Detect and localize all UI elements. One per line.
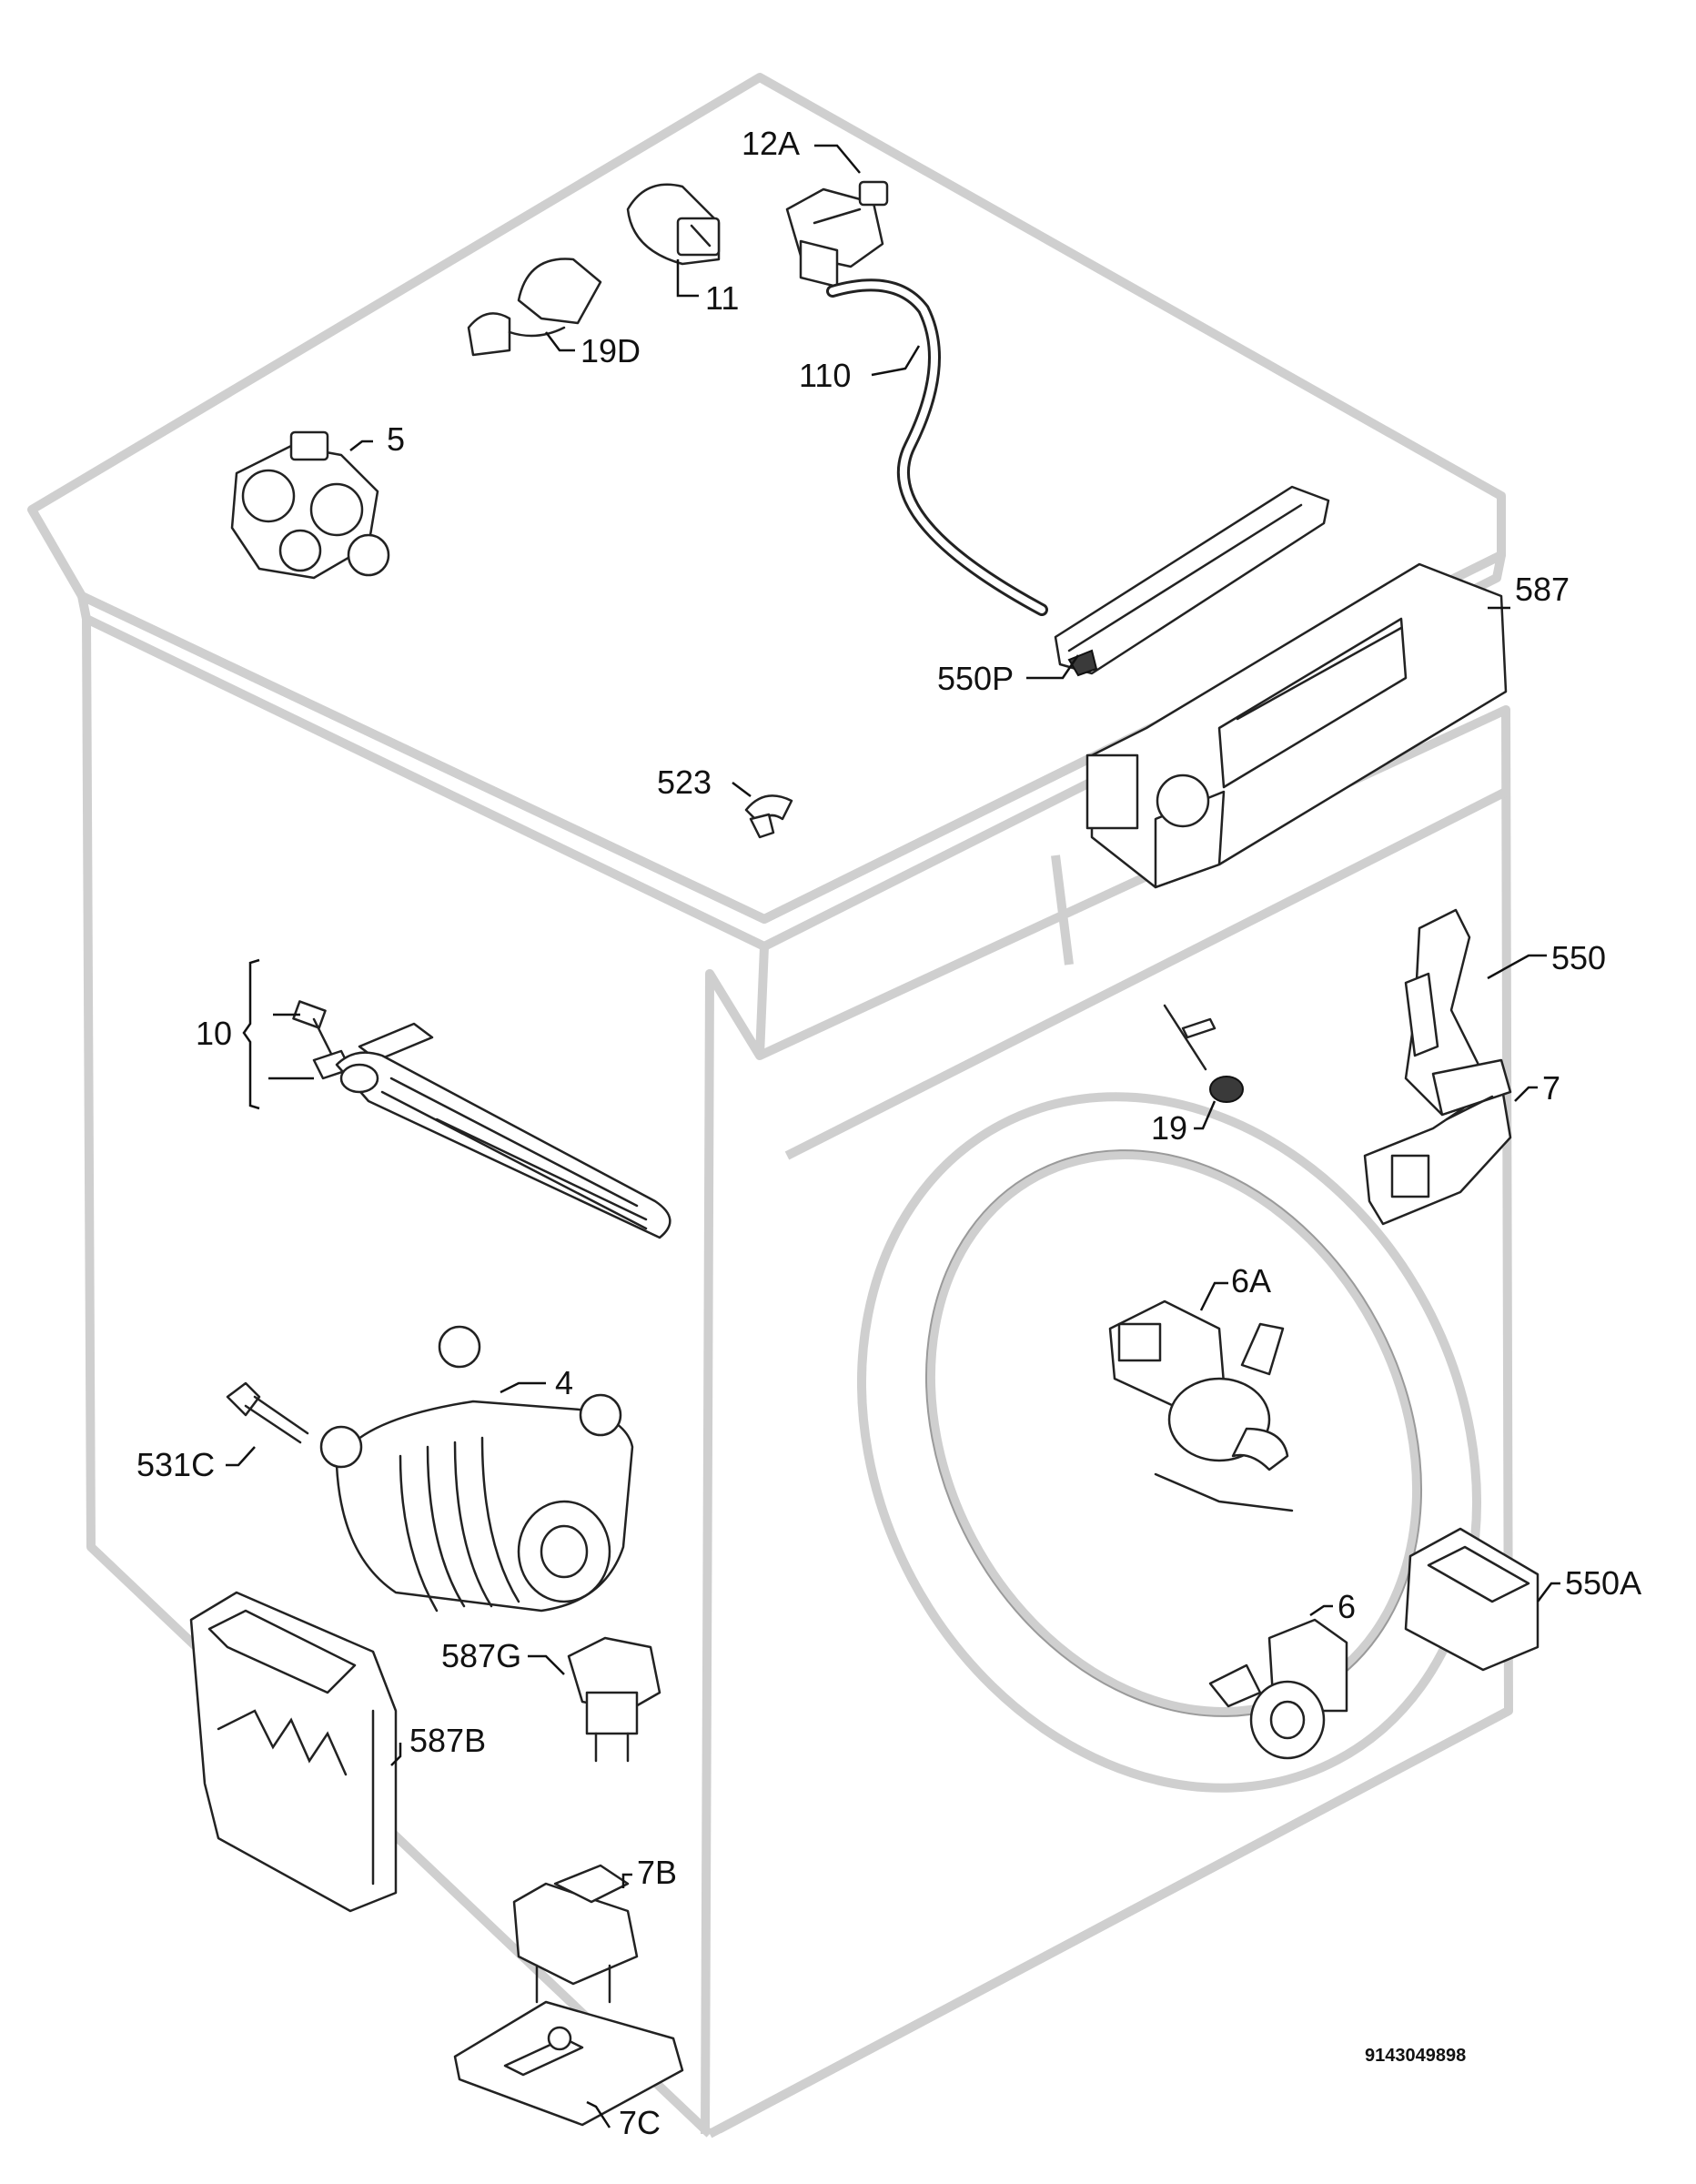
part-19-ntc-sensor: [1163, 1004, 1244, 1103]
part-4-motor: [319, 1325, 634, 1613]
part-550P-panel: [1054, 485, 1330, 677]
label-587G: 587G: [441, 1637, 521, 1674]
label-550A: 550A: [1565, 1564, 1641, 1602]
part-11-capacitor: [626, 183, 721, 266]
part-labels: 12A 11 19D 110 5 587 550P 523 10 550 7 1…: [136, 125, 1641, 2141]
document-number: 9143049898: [1365, 2046, 1466, 2066]
label-5: 5: [387, 420, 405, 458]
label-12A: 12A: [742, 125, 800, 162]
part-6A-drain-pump: [1108, 1299, 1294, 1512]
part-587B-power-module: [189, 1591, 398, 1913]
label-7C: 7C: [619, 2104, 661, 2141]
label-550: 550: [1551, 939, 1606, 976]
part-7B-bracket: [512, 1864, 639, 2004]
part-523-clip: [744, 794, 793, 839]
part-6-drain-pump: [1208, 1618, 1348, 1760]
part-10-heating-element: [292, 1000, 671, 1239]
label-6A: 6A: [1231, 1262, 1271, 1299]
label-587B: 587B: [409, 1722, 486, 1759]
label-10: 10: [196, 1015, 232, 1052]
part-19D-suppressor: [467, 258, 602, 357]
part-531C-bolt: [226, 1381, 309, 1444]
part-12A-pressure-switch: [785, 180, 889, 288]
label-19: 19: [1151, 1109, 1187, 1147]
label-587: 587: [1515, 571, 1570, 608]
part-587-electronic-module: [1085, 562, 1508, 889]
part-550A-cover: [1404, 1527, 1540, 1672]
leader-lines: [226, 144, 1560, 2128]
label-550P: 550P: [937, 660, 1014, 697]
label-11: 11: [705, 279, 739, 317]
part-587G-module: [567, 1636, 661, 1763]
label-7: 7: [1542, 1069, 1560, 1107]
label-6: 6: [1338, 1588, 1356, 1625]
label-531C: 531C: [136, 1446, 215, 1483]
label-4: 4: [555, 1364, 573, 1401]
part-5-inlet-valve: [230, 430, 390, 580]
part-110-hose: [826, 278, 1048, 616]
part-7-door-interlock: [1363, 1058, 1512, 1226]
label-523: 523: [657, 763, 712, 801]
cabinet-outline: [27, 73, 1513, 2138]
label-19D: 19D: [580, 332, 641, 369]
label-110: 110: [799, 357, 851, 394]
label-7B: 7B: [637, 1854, 677, 1891]
part-7C-base-plate: [453, 2000, 684, 2127]
